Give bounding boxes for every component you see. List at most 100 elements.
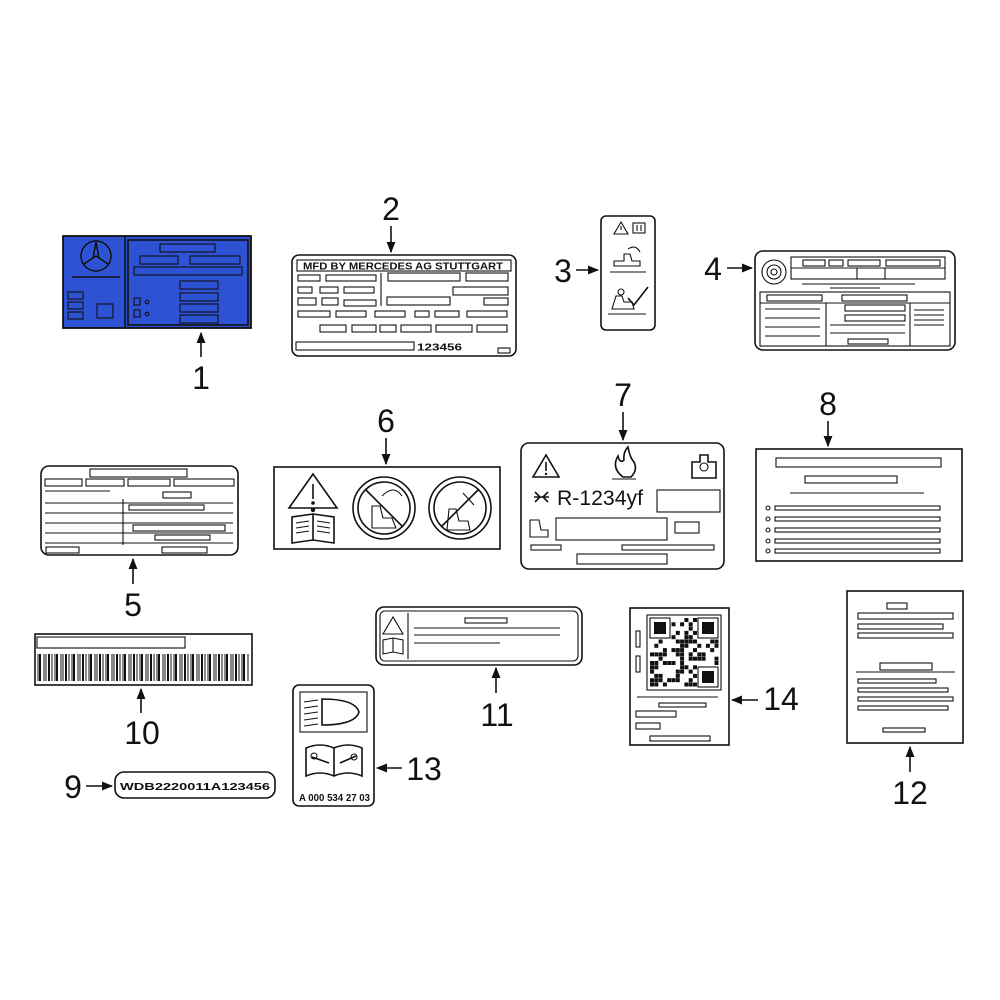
qr-module <box>688 656 693 661</box>
qr-module <box>654 643 659 648</box>
warning-triangle-icon <box>531 453 561 478</box>
plate-serial-text: 123456 <box>417 342 462 354</box>
callout-number: 14 <box>763 681 799 717</box>
qr-module <box>654 661 659 665</box>
callout-5: 5 <box>124 557 142 623</box>
qr-module <box>693 639 697 644</box>
qr-module <box>714 643 719 648</box>
qr-module <box>693 665 697 670</box>
qr-module <box>680 622 685 627</box>
label-13-service-label: A 000 534 27 03 <box>292 684 375 807</box>
qr-module <box>693 648 697 653</box>
qr-module <box>684 630 689 635</box>
callout-number: 13 <box>406 751 442 787</box>
vin-text: WDB2220011A123456 <box>120 781 270 793</box>
qr-module <box>701 656 706 661</box>
refrigerant-type-text: R-1234yf <box>557 487 643 510</box>
qr-module <box>658 678 663 683</box>
qr-module <box>680 639 685 644</box>
qr-module <box>675 648 680 653</box>
qr-module <box>675 673 680 678</box>
qr-module <box>710 639 715 644</box>
no-rear-child-seat-icon <box>352 476 416 540</box>
callout-12: 12 <box>892 745 928 811</box>
qr-module <box>667 661 672 665</box>
mercedes-star-icon <box>80 240 112 272</box>
qr-module <box>688 622 693 627</box>
qr-module <box>684 639 689 644</box>
label-14-qr-code-label <box>629 607 730 746</box>
qr-module <box>688 639 693 644</box>
compressor-icon <box>691 454 717 479</box>
seat-icon <box>529 519 549 538</box>
qr-module <box>714 656 719 661</box>
qr-module <box>684 643 689 648</box>
plate-header-text: MFD BY MERCEDES AG STUTTGART <box>303 261 504 273</box>
label-3-seat-warning-label <box>600 215 656 331</box>
tire-icon <box>761 259 787 285</box>
qr-module <box>654 673 659 678</box>
qr-module <box>667 678 672 683</box>
label-10-barcode-label <box>34 633 253 686</box>
callout-3: 3 <box>554 253 600 289</box>
qr-module <box>697 656 702 661</box>
callout-8: 8 <box>819 386 837 448</box>
callout-6: 6 <box>377 403 395 466</box>
qr-module <box>693 630 697 635</box>
qr-module <box>693 656 697 661</box>
qr-module <box>680 652 685 657</box>
callout-number: 12 <box>892 775 928 811</box>
qr-module <box>650 652 654 657</box>
qr-module <box>675 639 680 644</box>
child-seat-icon <box>610 246 646 273</box>
qr-module <box>658 656 663 661</box>
qr-module <box>675 652 680 657</box>
qr-module <box>654 682 659 687</box>
refrigerant-symbol-icon <box>534 491 549 503</box>
checkmark-icon <box>608 286 649 315</box>
qr-module <box>688 678 693 683</box>
label-4-tire-pressure-label <box>754 250 956 351</box>
qr-module <box>658 639 663 644</box>
qr-module <box>680 648 685 653</box>
qr-module <box>675 630 680 635</box>
qr-code-icon <box>646 614 722 691</box>
qr-module <box>705 643 710 648</box>
qr-module <box>684 682 689 687</box>
qr-module <box>680 643 685 648</box>
label-2-manufacturer-plate: MFD BY MERCEDES AG STUTTGART <box>291 254 517 357</box>
qr-module <box>654 678 659 683</box>
label-9-vin-label: WDB2220011A123456 <box>114 771 276 799</box>
label-12-document-label <box>846 590 964 744</box>
callout-number: 7 <box>614 377 632 413</box>
service-book-icon <box>305 744 363 778</box>
qr-module <box>697 643 702 648</box>
qr-module <box>662 652 667 657</box>
qr-module <box>684 635 689 640</box>
warning-triangle-icon <box>613 220 629 235</box>
callout-number: 3 <box>554 253 572 289</box>
qr-module <box>675 669 680 674</box>
qr-module <box>714 661 719 665</box>
qr-module <box>650 669 654 674</box>
qr-module <box>658 652 663 657</box>
callout-11: 11 <box>480 666 514 733</box>
qr-module <box>654 665 659 670</box>
qr-module <box>650 661 654 665</box>
qr-module <box>714 639 719 644</box>
headlight-icon <box>299 691 368 733</box>
warning-triangle-icon <box>382 615 404 635</box>
qr-module <box>671 648 676 653</box>
qr-module <box>710 648 715 653</box>
callout-number: 10 <box>124 715 160 751</box>
qr-module <box>697 652 702 657</box>
callout-number: 4 <box>704 251 722 287</box>
qr-module <box>688 682 693 687</box>
plate-body <box>62 235 252 329</box>
qr-module <box>688 669 693 674</box>
manual-book-icon <box>382 637 404 655</box>
callout-number: 1 <box>192 360 210 396</box>
label-8-instruction-label <box>755 448 963 562</box>
qr-module <box>671 622 676 627</box>
